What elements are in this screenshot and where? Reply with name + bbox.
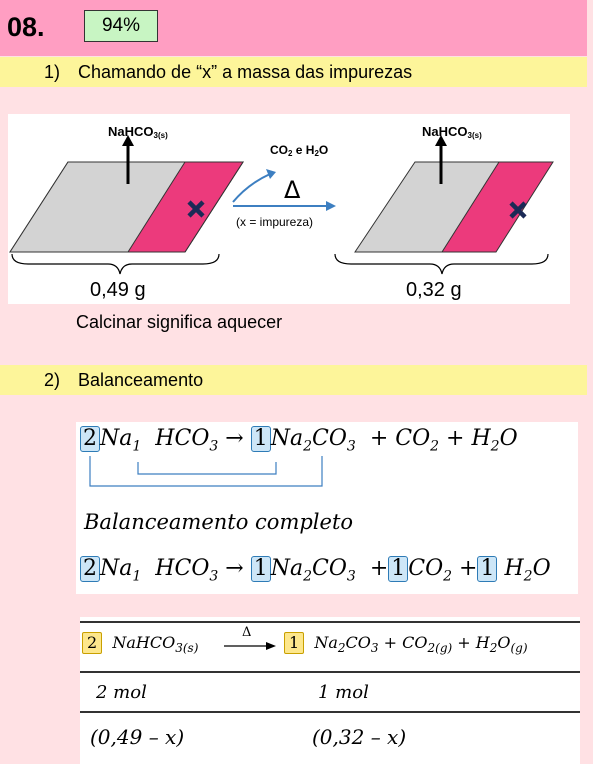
table-top-line [80,621,580,623]
eq2-coef-h2o: 1 [477,556,498,582]
eq1-coef-nahco3: 2 [80,426,100,452]
balance-connectors [89,456,323,487]
svg-text:Δ: Δ [242,625,251,640]
left-up-arrow-icon [122,135,134,146]
complete-label: Balanceamento completo [84,510,354,534]
calcination-note: Calcinar significa aquecer [76,312,283,332]
left-brace [11,253,220,275]
table-products: 1 Na2CO3 + CO2(g) + H2O(g) [284,632,528,655]
question-number: 08. [7,12,45,42]
row1-left: 2 mol [96,682,147,703]
table-arrow-head-icon [266,642,276,650]
eq1-coef-na2co3: 1 [250,426,271,452]
eq2-coef-nahco3: 2 [80,556,100,582]
score-badge: 94% [84,10,158,42]
gas-release-arrow [232,173,271,203]
diagram-svg: NaHCO3(s) 0,49 g CO2 e H2O Δ (x = impure… [9,124,554,301]
table-coef-product: 1 [284,632,305,654]
table-coef-reactant: 2 [82,632,103,654]
eq2-coef-co2: 1 [388,556,409,582]
right-brace [334,253,549,275]
svg-text:NaHCO3(s): NaHCO3(s) [108,124,168,140]
step2-title: Balanceamento [78,370,204,390]
step1-bar: 1) Chamando de “x” a massa das impurezas [0,57,587,87]
calcination-diagram: NaHCO3(s) 0,49 g CO2 e H2O Δ (x = impure… [8,114,570,304]
reaction-arrow-head-icon [326,201,336,211]
right-x-mark-icon [509,201,527,219]
row2-right: (0,32 – x) [312,725,407,749]
eq2-coef-na2co3: 1 [250,556,271,582]
row2-left: (0,49 – x) [90,725,185,749]
left-mass: 0,49 g [90,279,146,301]
table-line-2 [80,711,580,713]
left-x-mark-icon [187,200,205,218]
step2-bar: 2) Balanceamento [0,365,587,395]
heat-delta: Δ [284,176,301,204]
right-up-arrow-icon [435,135,447,146]
row1-right: 1 mol [318,682,369,703]
gas-products: CO2 e H2O [270,143,328,158]
right-formula: NaHCO [422,124,468,139]
eq2-arrow: → [225,556,244,581]
eq1-arrow: → [225,426,244,451]
table-equation: 2 NaHCO3(s) [82,632,198,655]
right-impurity-region [442,162,553,252]
table-heat-arrow: Δ [224,625,276,650]
right-mass: 0,32 g [406,279,462,301]
stoichiometry-table [80,617,580,764]
step1-number: 1) [44,62,61,82]
table-line-1 [80,671,580,673]
impurity-note: (x = impureza) [236,215,313,229]
svg-text:NaHCO3(s): NaHCO3(s) [422,124,482,140]
step1-title: Chamando de “x” a massa das impurezas [78,62,413,82]
step2-number: 2) [44,370,61,390]
left-formula: NaHCO [108,124,154,139]
